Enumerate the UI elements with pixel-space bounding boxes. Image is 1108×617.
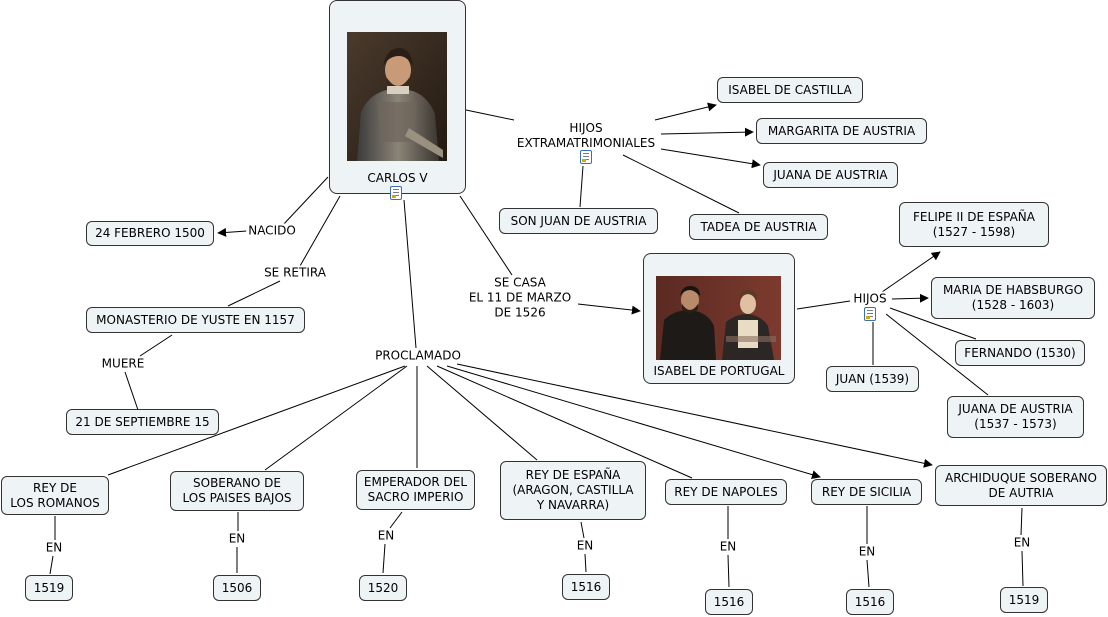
node-year-archiduque[interactable]: 1519 [1000,587,1048,613]
node-title-romanos[interactable]: REY DE LOS ROMANOS [1,476,109,515]
carlos-v-label: CARLOS V [330,171,465,185]
royal-couple-portrait [656,276,781,360]
link-se-casa: SE CASA EL 11 DE MARZO DE 1526 [467,276,573,321]
isabel-de-portugal-node[interactable]: ISABEL DE PORTUGAL [643,253,795,384]
node-year-espana[interactable]: 1516 [562,574,610,600]
node-child-maria[interactable]: MARIA DE HABSBURGO (1528 - 1603) [931,277,1095,319]
link-proclamado: PROCLAMADO [373,349,463,364]
link-en-archiduque: EN [1012,536,1033,551]
node-year-emperador[interactable]: 1520 [359,575,407,601]
node-title-sicilia[interactable]: REY DE SICILIA [811,479,922,505]
node-illegit-juan[interactable]: SON JUAN DE AUSTRIA [499,208,658,234]
node-child-juan[interactable]: JUAN (1539) [826,366,919,392]
node-year-sicilia[interactable]: 1516 [846,589,894,615]
link-en-napoles: EN [718,540,739,555]
armored-man-portrait [347,32,447,161]
link-en-espana: EN [575,539,596,554]
node-illegit-juana[interactable]: JUANA DE AUSTRIA [763,162,898,188]
link-en-paises-bajos: EN [227,532,248,547]
node-year-napoles[interactable]: 1516 [705,589,753,615]
node-monastery[interactable]: MONASTERIO DE YUSTE EN 1157 [86,307,305,333]
node-title-napoles[interactable]: REY DE NAPOLES [665,479,787,505]
node-child-juana[interactable]: JUANA DE AUSTRIA (1537 - 1573) [947,396,1084,438]
node-year-paises-bajos[interactable]: 1506 [213,575,261,601]
link-hijos-extramatrimoniales: HIJOS EXTRAMATRIMONIALES [515,121,657,151]
link-en-sicilia: EN [857,545,878,560]
isabel-de-portugal-label: ISABEL DE PORTUGAL [644,364,794,378]
node-child-fernando[interactable]: FERNANDO (1530) [955,340,1085,366]
link-hijos: HIJOS [851,292,888,307]
carlos-v-node[interactable]: CARLOS V [329,0,466,194]
note-icon[interactable] [580,150,592,164]
link-en-emperador: EN [376,529,397,544]
link-en-romanos: EN [44,541,65,556]
node-birth-date[interactable]: 24 FEBRERO 1500 [86,221,214,246]
node-illegit-margarita[interactable]: MARGARITA DE AUSTRIA [756,118,927,144]
node-illegit-isabel[interactable]: ISABEL DE CASTILLA [717,77,863,103]
node-title-emperador[interactable]: EMPERADOR DEL SACRO IMPERIO [356,470,475,510]
node-year-romanos[interactable]: 1519 [25,575,73,601]
link-se-retira: SE RETIRA [262,266,328,281]
note-icon[interactable] [864,307,876,321]
node-death-date[interactable]: 21 DE SEPTIEMBRE 15 [66,409,219,435]
node-illegit-tadea[interactable]: TADEA DE AUSTRIA [689,214,828,240]
link-muere: MUERE [100,357,147,372]
node-title-paises-bajos[interactable]: SOBERANO DE LOS PAISES BAJOS [170,471,304,511]
node-title-espana[interactable]: REY DE ESPAÑA (ARAGON, CASTILLA Y NAVARR… [500,461,646,520]
note-icon[interactable] [390,186,402,200]
node-title-archiduque[interactable]: ARCHIDUQUE SOBERANO DE AUTRIA [935,465,1107,506]
link-nacido: NACIDO [246,224,298,239]
node-child-felipe[interactable]: FELIPE II DE ESPAÑA (1527 - 1598) [899,202,1049,247]
